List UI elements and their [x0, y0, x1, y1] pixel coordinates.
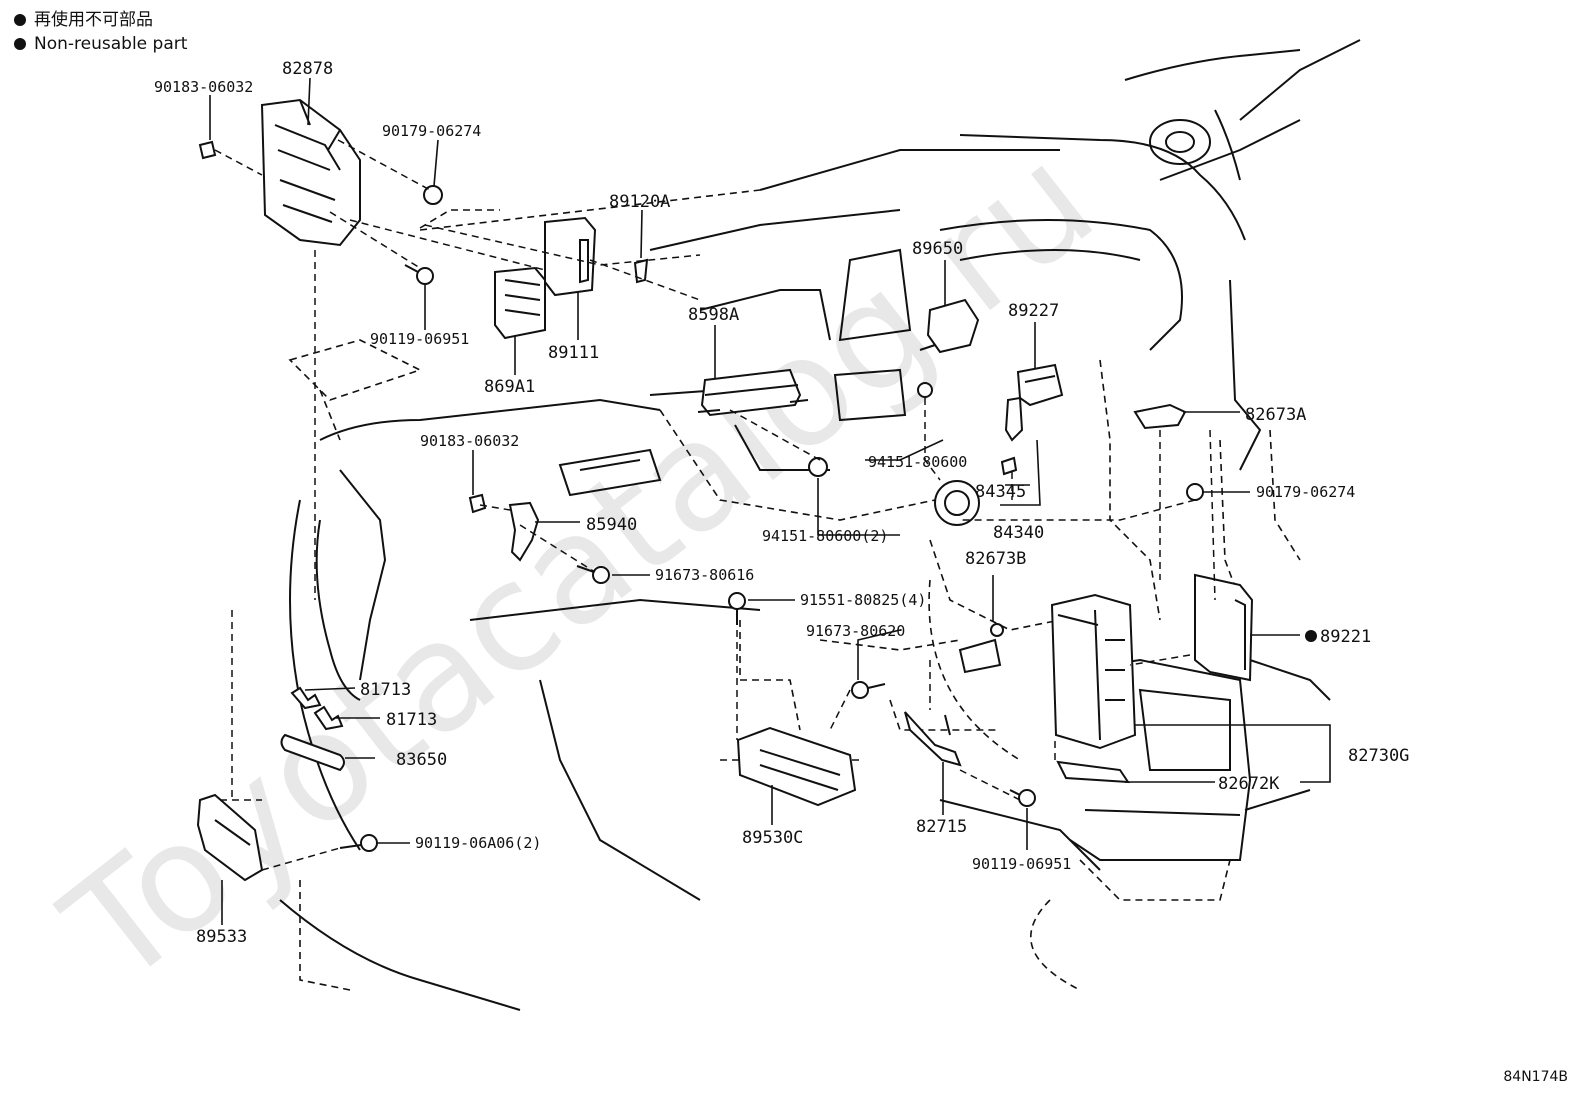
reference-lines	[214, 139, 1216, 871]
label-84340: 84340	[993, 523, 1044, 543]
switch-84345	[1000, 396, 1024, 476]
legend-row-jp: 再使用不可部品	[14, 8, 187, 32]
label-91673-80620: 91673-80620	[806, 622, 905, 640]
label-8598A: 8598A	[688, 305, 739, 325]
legend: 再使用不可部品 Non-reusable part	[14, 8, 187, 56]
label-90119-06A06-2: 90119-06A06(2)	[415, 834, 541, 852]
legend-text-jp: 再使用不可部品	[34, 10, 153, 30]
module-869A1	[494, 266, 546, 340]
part-labels: 82878 90183-06032 90179-06274 90119-0695…	[154, 59, 1409, 947]
label-90119-06951-bottom: 90119-06951	[972, 855, 1071, 873]
label-89120A: 89120A	[609, 192, 670, 212]
sensor-89650	[919, 298, 980, 354]
junction-block-82730G	[1050, 593, 1137, 750]
label-85940: 85940	[586, 515, 637, 535]
label-83650: 83650	[396, 750, 447, 770]
label-91673-80616: 91673-80616	[655, 566, 754, 584]
label-869A1: 869A1	[484, 377, 535, 397]
label-90183-06032-mid: 90183-06032	[420, 432, 519, 450]
label-84345: 84345	[975, 482, 1026, 502]
non-reusable-dot-icon	[14, 38, 26, 50]
bracket-82878	[260, 98, 361, 247]
fasteners	[198, 140, 1204, 852]
label-94151-80600-2: 94151-80600(2)	[762, 527, 888, 545]
ecu-89530C	[736, 726, 857, 807]
label-90183-06032-top: 90183-06032	[154, 78, 253, 96]
unit-8598A	[697, 368, 809, 417]
label-81713-lower: 81713	[386, 710, 437, 730]
label-82878: 82878	[282, 59, 333, 79]
label-82715: 82715	[916, 817, 967, 837]
leader-lines	[209, 77, 1331, 925]
label-90119-06951-top: 90119-06951	[370, 330, 469, 348]
clips-81713	[290, 686, 344, 731]
label-82672K: 82672K	[1218, 774, 1280, 794]
connector-82673A	[1133, 403, 1187, 430]
label-89530C: 89530C	[742, 828, 803, 848]
label-89111: 89111	[548, 343, 599, 363]
label-82673A: 82673A	[1245, 405, 1306, 425]
label-89533: 89533	[196, 927, 247, 947]
diagram-code: 84N174B	[1503, 1069, 1568, 1085]
sensor-89227	[1016, 363, 1064, 407]
label-89227: 89227	[1008, 301, 1059, 321]
module-89111	[544, 216, 597, 297]
legend-row-en: Non-reusable part	[14, 32, 187, 56]
bracket-89533	[196, 793, 264, 882]
label-89650: 89650	[912, 239, 963, 259]
label-91551-80825-4: 91551-80825(4)	[800, 591, 926, 609]
non-reusable-dot-icon	[14, 14, 26, 26]
bracket-82673B	[958, 623, 1004, 674]
bracket-82715	[904, 711, 962, 767]
ecu-89221	[1194, 573, 1254, 682]
label-90179-06274-right: 90179-06274	[1256, 483, 1355, 501]
label-90179-06274-left: 90179-06274	[382, 122, 481, 140]
legend-text-en: Non-reusable part	[34, 34, 188, 54]
dashboard-outline	[279, 39, 1361, 1011]
cover-82672K	[1056, 760, 1130, 784]
bracket-85940	[508, 501, 540, 562]
non-reusable-dot-icon	[1305, 630, 1317, 642]
label-82673B: 82673B	[965, 549, 1026, 569]
cylinder-83650	[280, 733, 345, 772]
dashboard-hidden-lines	[288, 189, 1301, 991]
label-81713-upper: 81713	[360, 680, 411, 700]
label-94151-80600: 94151-80600	[868, 453, 967, 471]
label-82730G: 82730G	[1348, 746, 1409, 766]
label-89221: 89221	[1320, 627, 1371, 647]
